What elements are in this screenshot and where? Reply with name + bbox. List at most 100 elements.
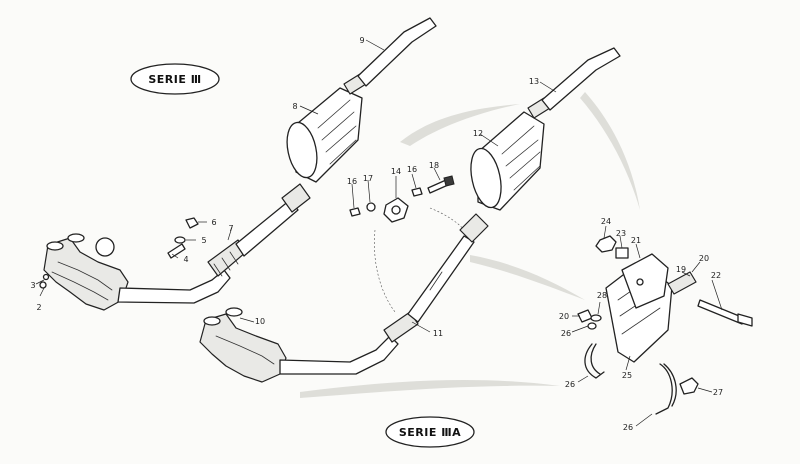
gasket-3 [42,273,50,281]
right-hardware [577,235,753,415]
callout-25: 25 [622,371,632,380]
plate-21 [621,253,669,309]
leader-3 [35,279,45,285]
silencer-s3-end [286,121,318,179]
bolt-22 [697,299,745,325]
plate-21-hole [636,278,644,286]
downpipe-s3a [279,335,399,375]
callout-23: 23 [616,229,626,238]
leader-23 [619,235,623,249]
nut-16-right [411,187,423,197]
leader-25 [625,355,631,371]
callout-22: 22 [711,271,721,280]
manifold-s3a-port-1 [203,316,221,326]
leader-19 [681,271,691,277]
washer-5 [174,236,186,244]
nut-30 [577,309,593,323]
downpipe-s3 [117,269,231,304]
callout-13: 13 [529,77,539,86]
callout-5: 5 [201,236,206,245]
callout-17: 17 [363,174,373,183]
clamp-s3 [281,183,311,213]
callout-16-left: 16 [347,177,357,186]
serie-3-assembly [39,17,437,311]
callout-27: 27 [713,388,723,397]
bolt-4 [167,243,186,259]
callout-26-b: 26 [565,380,575,389]
manifold-s3-ball [95,237,115,257]
clamp-26-lower-inner [663,363,677,407]
leader-17 [367,179,371,203]
bolt-27 [679,377,699,395]
callout-6: 6 [211,218,216,227]
clamp-26-upper-inner [590,343,601,375]
callout-12: 12 [473,129,483,138]
leader-27 [697,387,713,393]
leader-26c [635,413,653,427]
nut-6 [185,217,199,229]
clamp-26-lower [655,363,673,415]
nut-16-left [349,207,361,217]
sweep-mid [470,255,585,300]
leader-22 [711,279,723,311]
leader-13 [539,81,557,93]
series-text-top: SERIE Ⅲ [148,73,201,86]
midpipe-s3 [235,199,299,257]
sweep-dash-left [374,229,396,313]
callout-16-right: 16 [407,165,417,174]
callout-24: 24 [601,217,611,226]
midpipe-s3a-line [429,271,443,291]
manifold-s3-port-1 [46,241,64,251]
washer-26 [587,322,597,330]
leader-9 [365,39,385,51]
leader-4 [171,253,179,259]
callout-14: 14 [391,167,401,176]
gasket-2 [39,281,47,289]
manifold-s3a-port-2 [225,307,243,317]
silencer-s3-ribs [317,99,357,165]
callout-8: 8 [292,102,297,111]
leader-18 [433,167,441,181]
leader-16b [411,173,417,189]
callout-labels: 2 3 4 5 6 7 8 9 10 11 12 13 14 16 16 17 … [30,36,723,432]
callout-18: 18 [429,161,439,170]
washer-28 [590,314,602,322]
callout-10: 10 [255,317,265,326]
spacer-23 [615,247,629,259]
sweep-right [580,92,640,210]
callout-9: 9 [359,36,364,45]
silencer-s3a-end [470,147,502,209]
clamp-26-upper [584,343,605,379]
manifold-s3-port-2 [67,233,85,243]
strap-19 [667,271,697,295]
sweep-bottom [300,379,560,398]
leader-12 [479,133,499,147]
callout-28: 28 [597,291,607,300]
manifold-s3a-rib [215,335,275,365]
clamp-s3a [459,213,489,243]
callout-11: 11 [433,329,443,338]
bolt-18-head [443,175,455,187]
leader-26b [577,375,589,383]
leader-10 [239,317,255,323]
callout-26-a: 26 [561,329,571,338]
leader-2 [39,287,45,297]
leader-28a [597,301,601,315]
callout-21: 21 [631,236,641,245]
series-text-bottom: SERIE ⅢA [399,426,461,439]
leader-21 [635,243,641,259]
leader-24 [603,225,607,239]
series-oval-top [130,63,220,95]
clamp-14-hole [391,205,401,215]
series-oval-bottom [385,416,475,448]
callout-30: 20 [559,312,569,321]
silencer-s3a-ribs [501,125,541,191]
sweep-upper [400,104,520,146]
manifold-s3-rib2 [51,271,109,301]
tailpipe-s3 [357,17,437,87]
series-label-top: SERIE Ⅲ [130,63,220,95]
leader-20a [691,261,701,273]
callout-19: 19 [676,265,686,274]
